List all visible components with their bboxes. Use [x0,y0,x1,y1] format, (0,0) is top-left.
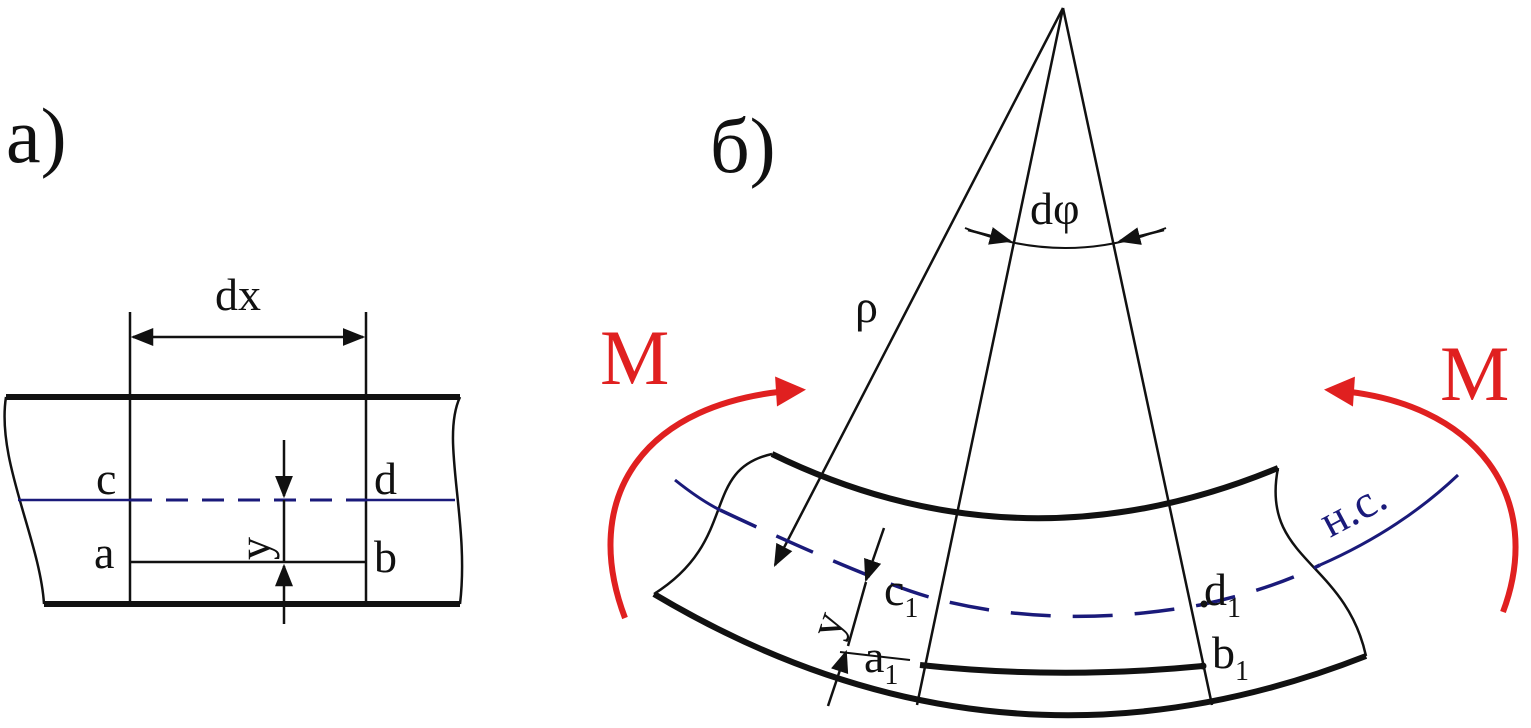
y-arrow-bottom-b [826,649,849,707]
dphi-arrow-right [1117,227,1165,245]
section-line-left-rotated [915,7,1065,706]
dphi-arrow-left [967,227,1013,245]
dx-label: dx [215,269,261,320]
point-b1-dot [1199,662,1207,670]
neutral-curve-dashed [719,508,1321,619]
point-c1-label: c1 [884,564,918,624]
point-b-label: b [374,531,397,582]
beam-right-break-line [451,396,464,605]
panel-a-straight-beam: а) dx y c d a b [3,92,464,624]
rho-label: ρ [855,281,878,332]
dphi-label: dφ [1030,183,1080,234]
neutral-curve-right [1319,473,1460,567]
y-tick-b [839,651,911,661]
y-dimension-line-b [846,581,868,647]
y-label-b: y [799,605,855,643]
moment-left-arrow [607,376,806,620]
section-line-right-rotated [1061,7,1214,706]
point-d1-label: d1 [1204,564,1241,624]
point-b1-label: b1 [1212,627,1249,687]
y-label-a: y [229,537,280,560]
panel-b-bent-beam: б) dφ ρ н.с. y c1 d1 a1 b [600,7,1519,719]
beam-top-edge-curved [770,451,1280,522]
point-a1-label: a1 [864,631,898,691]
fiber-a1b1 [919,662,1204,676]
point-c-label: c [96,453,116,504]
point-d-label: d [374,453,397,504]
panel-a-label: а) [6,92,67,179]
beam-right-break-curved [1274,467,1368,657]
neutral-curve-left-tip [674,478,721,512]
beam-bottom-edge-curved [652,591,1368,719]
moment-right-label: M [1440,330,1509,417]
y-arrow-top-b [864,527,886,583]
neutral-layer-label: н.с. [1311,470,1395,547]
moment-left-label: M [600,314,669,401]
panel-b-label: б) [710,102,776,189]
radius-rho-arrow [773,7,1065,567]
point-d1-dot [1200,600,1208,608]
moment-right-arrow [1324,376,1519,614]
point-a-label: a [94,527,114,578]
